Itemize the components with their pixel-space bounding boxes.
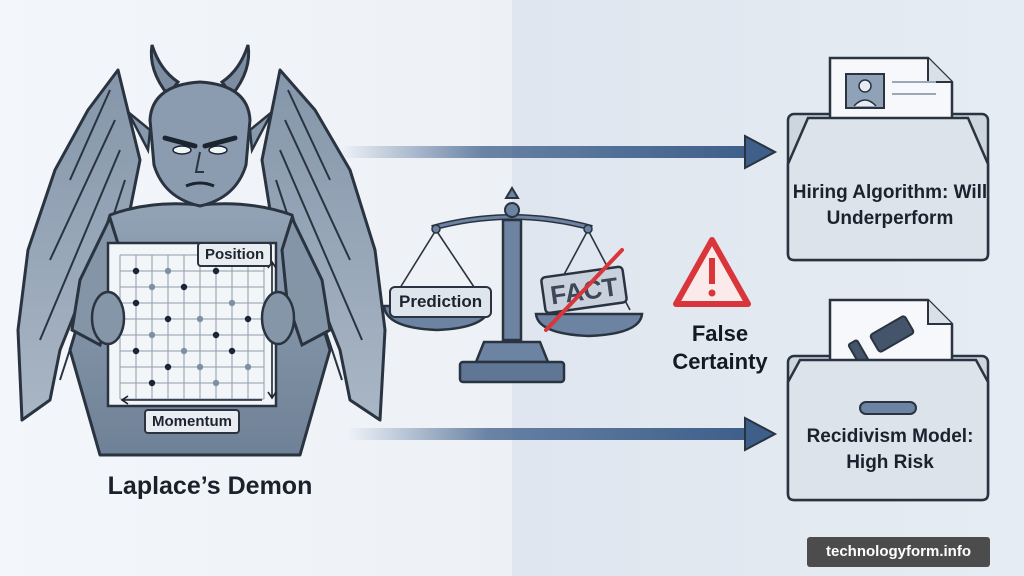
- grid-dot: [132, 299, 140, 307]
- grid-dot: [132, 347, 140, 355]
- grid-dot: [228, 347, 236, 355]
- grid-dot: [212, 331, 220, 339]
- grid-dot: [180, 283, 188, 291]
- watermark: technologyform.info: [807, 537, 990, 567]
- position-momentum-grid: [90, 241, 296, 408]
- right-horn: [219, 44, 251, 98]
- demon-title: Laplace’s Demon: [107, 472, 313, 500]
- grid-dot: [212, 379, 220, 387]
- grid-dot: [164, 267, 172, 275]
- grid-dot: [180, 347, 188, 355]
- folder-handle: [859, 401, 917, 415]
- fact-strike-line: [544, 248, 624, 332]
- right-eye: [208, 145, 228, 155]
- demon-mouth: [185, 181, 215, 188]
- left-hand: [90, 290, 126, 346]
- left-eye: [172, 145, 192, 155]
- prediction-label: Prediction: [389, 286, 493, 318]
- grid-dot: [164, 315, 172, 323]
- grid-dot: [132, 267, 140, 275]
- hiring-folder: [786, 56, 990, 262]
- position-label: Position: [197, 242, 273, 267]
- recidivism-model-label: Recidivism Model: High Risk: [806, 426, 974, 473]
- grid-dot: [244, 363, 252, 371]
- momentum-label: Momentum: [144, 409, 240, 434]
- grid-dot: [164, 363, 172, 371]
- false-certainty-label: False Certainty: [672, 321, 768, 374]
- grid-dot: [244, 315, 252, 323]
- recidivism-folder: [786, 298, 990, 502]
- grid-dot: [148, 379, 156, 387]
- warning-triangle-icon: [673, 237, 751, 307]
- grid-dot: [148, 283, 156, 291]
- grid-dot: [212, 267, 220, 275]
- demon-head: [148, 80, 252, 208]
- arrow-to-hiring: [340, 134, 778, 170]
- arrow-to-recidivism: [348, 416, 778, 452]
- hiring-algorithm-label: Hiring Algorithm: Will Underperform: [792, 182, 988, 229]
- grid-dot: [196, 315, 204, 323]
- grid-dot: [196, 363, 204, 371]
- balance-scale: FACT: [382, 186, 644, 384]
- right-hand: [260, 290, 296, 346]
- left-horn: [149, 44, 181, 98]
- grid-dot: [228, 299, 236, 307]
- grid-dot: [148, 331, 156, 339]
- right-pan: [534, 312, 644, 338]
